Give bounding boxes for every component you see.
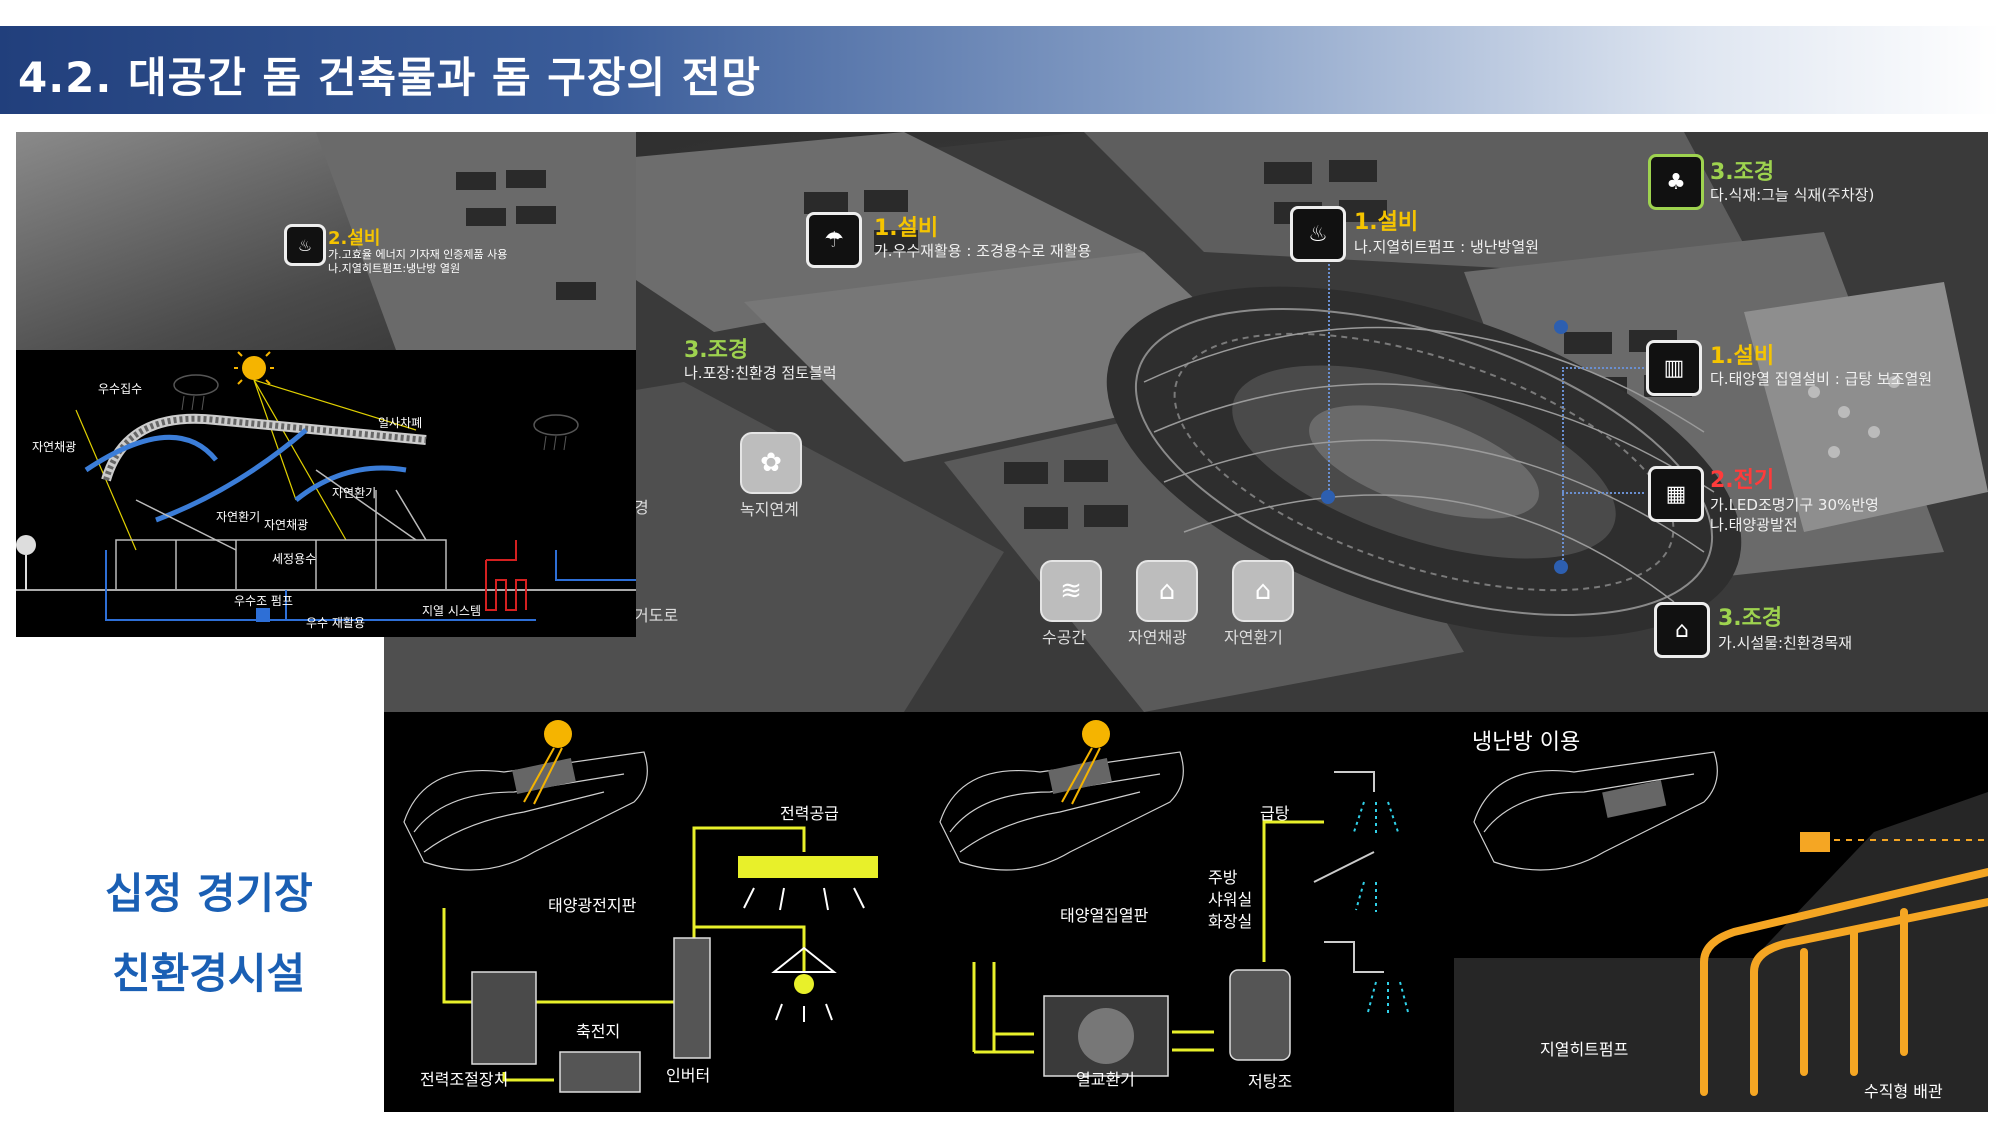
section-label: 자연채광 — [264, 518, 309, 532]
callout-desc: 가.LED조명기구 30%반영 — [1710, 496, 1879, 514]
callout-category: 1.설비 — [874, 216, 939, 241]
pv-label: 축전지 — [576, 1022, 621, 1041]
wood-facility-icon: ⌂ — [1654, 602, 1710, 658]
side-title-line1: 십정 경기장 — [105, 869, 313, 918]
thermal-label: 열교환기 — [1076, 1070, 1135, 1089]
thermal-label: 태양열집열판 — [1060, 906, 1149, 925]
section-label: 자연환기 — [332, 486, 377, 500]
section-label: 우수집수 — [98, 382, 143, 396]
systems-panel: 태양광전지판 전력공급 전력조절장치 축전지 인버터 태양열집열판 급탕 주방 … — [384, 712, 1988, 1112]
callout-category: 1.설비 — [1710, 344, 1775, 369]
side-title-line2: 친환경시설 — [112, 949, 306, 998]
geothermal-icon: ♨ — [1290, 206, 1346, 262]
section-callout-desc: 가.고효율 에너지 기자재 인증제품 사용 — [328, 248, 508, 261]
page-title: 4.2. 대공간 돔 건축물과 돔 구장의 전망 — [18, 53, 762, 102]
aerial-view-panel: ☂ 1.설비 가.우수재활용 : 조경용수로 재활용 ♨ 1.설비 나.지열히트… — [384, 132, 1988, 712]
water-space-icon: ≋ — [1040, 560, 1102, 622]
callout-category: 1.설비 — [1354, 210, 1419, 235]
connector-dot — [1554, 560, 1568, 574]
connector-line — [1562, 492, 1644, 494]
systems-illustration — [403, 720, 1409, 1093]
daylight-icon: ⌂ — [1136, 560, 1198, 622]
section-cross-cut: 우수집수 자연채광 일사차폐 자연환기 자연환기 자연채광 세정용수 우수조 펌… — [16, 350, 636, 637]
pv-label: 태양광전지판 — [548, 896, 637, 915]
connector-line — [1562, 367, 1564, 567]
green-link-icon: ✿ — [740, 432, 802, 494]
pv-label: 전력공급 — [780, 804, 839, 823]
tree-planting-icon: ♣ — [1648, 154, 1704, 210]
stadium-wireframe — [403, 751, 648, 871]
led-panel-icon: ▦ — [1648, 466, 1704, 522]
geothermal-label: 수직형 배관 — [1864, 1082, 1943, 1101]
section-diagram-panel: ♨ 2.설비 가.고효율 에너지 기자재 인증제품 사용 나.지열히트펌프:냉난… — [16, 132, 636, 637]
sun-icon — [234, 351, 274, 385]
aerial-illustration — [384, 132, 1988, 712]
section-label: 자연환기 — [216, 510, 261, 524]
power-controller — [471, 971, 537, 1065]
thermal-label: 저탕조 — [1248, 1072, 1293, 1091]
section-label: 세정용수 — [272, 552, 317, 566]
sun-icon — [544, 720, 572, 748]
section-callout-category: 2.설비 — [328, 228, 381, 249]
callout-category: 3.조경 — [1718, 606, 1783, 631]
ventilation-icon: ⌂ — [1232, 560, 1294, 622]
battery — [559, 1051, 641, 1093]
section-callout-desc: 나.지열히트펌프:냉난방 열원 — [328, 262, 461, 275]
pv-label: 전력조절장치 — [420, 1070, 509, 1089]
thermal-label: 샤워실 — [1208, 890, 1253, 909]
solar-collector-icon: ▥ — [1646, 340, 1702, 396]
geothermal-label: 지열히트펌프 — [1540, 1040, 1629, 1059]
thermal-label: 주방 — [1208, 868, 1238, 887]
connector-line — [1328, 240, 1330, 498]
feature-label: 경 — [634, 498, 649, 517]
thermal-label: 급탕 — [1260, 804, 1290, 823]
callout-category: 2.전기 — [1710, 468, 1775, 493]
section-label: 지열 시스템 — [422, 604, 482, 618]
feature-label: 녹지연계 — [740, 500, 799, 519]
callout-desc: 나.포장:친환경 점토블럭 — [684, 364, 837, 382]
section-label: 일사차폐 — [378, 416, 423, 430]
callout-desc: 다.식재:그늘 식재(주차장) — [1710, 186, 1875, 204]
connector-line — [1562, 367, 1644, 369]
equipment-icon: ♨ — [284, 224, 326, 266]
section-label: 우수조 펌프 — [234, 594, 294, 608]
rainwater-icon: ☂ — [806, 212, 862, 268]
feature-label: 거도로 — [634, 606, 679, 625]
feature-label: 자연환기 — [1224, 628, 1283, 647]
section-label: 우수 재활용 — [306, 616, 366, 630]
callout-desc-2: 나.태양광발전 — [1710, 516, 1798, 534]
feature-label: 수공간 — [1042, 628, 1087, 647]
feature-label: 자연채광 — [1128, 628, 1187, 647]
pv-label: 인버터 — [666, 1066, 711, 1085]
callout-category: 3.조경 — [684, 338, 749, 363]
storage-tank — [1229, 969, 1291, 1061]
header-bar: 4.2. 대공간 돔 건축물과 돔 구장의 전망 — [0, 26, 2000, 114]
callout-desc: 다.태양열 집열설비 : 급탕 보조열원 — [1710, 370, 1933, 388]
callout-desc: 가.우수재활용 : 조경용수로 재활용 — [874, 242, 1092, 260]
inverter — [673, 937, 711, 1059]
section-label: 자연채광 — [32, 440, 77, 454]
geothermal-panel — [1454, 712, 1988, 1112]
geothermal-title: 냉난방 이용 — [1472, 730, 1581, 755]
callout-category: 3.조경 — [1710, 160, 1775, 185]
callout-desc: 나.지열히트펌프 : 냉난방열원 — [1354, 238, 1539, 256]
section-aerial-crop — [16, 132, 636, 350]
thermal-label: 화장실 — [1208, 912, 1253, 931]
callout-desc: 가.시설물:친환경목재 — [1718, 634, 1853, 652]
connector-dot — [1321, 490, 1335, 504]
connector-dot — [1554, 320, 1568, 334]
